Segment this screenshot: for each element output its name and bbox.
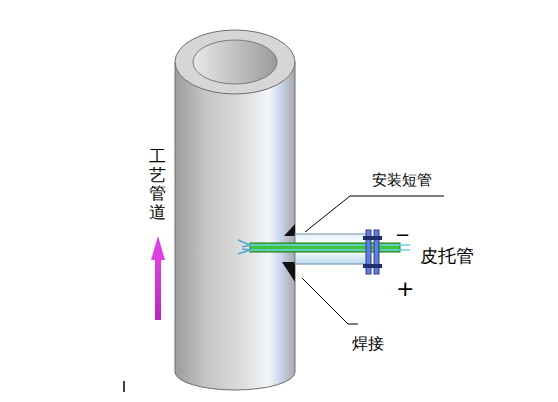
flange: [363, 230, 382, 274]
polarity-sign: −: [395, 226, 410, 244]
part-label: 皮托管: [420, 247, 474, 265]
weld: [282, 224, 295, 282]
process-pipe: [175, 30, 295, 390]
part-label: 焊接: [352, 336, 384, 352]
pipe-label: 工艺管道: [149, 147, 166, 222]
pitot-tube: [238, 240, 410, 254]
stray-mark: [123, 381, 125, 392]
polarity-sign: +: [396, 278, 414, 300]
part-label: 安装短管: [372, 173, 432, 188]
flow-arrow: [151, 236, 165, 320]
